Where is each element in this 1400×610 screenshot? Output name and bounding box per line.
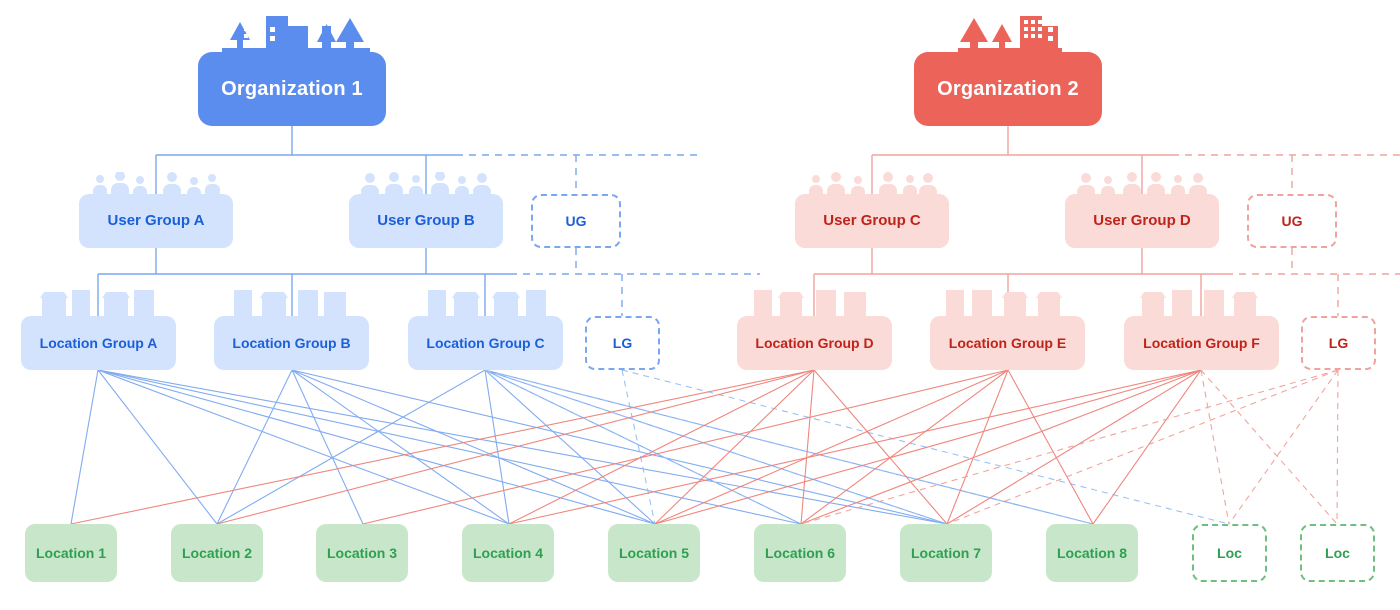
location-node-1[interactable]: Location 1	[25, 524, 117, 582]
location-placeholder-label: Loc	[1217, 544, 1242, 561]
location-label: Location 1	[35, 544, 106, 561]
location-label: Location 8	[1056, 544, 1127, 561]
location-label: Location 4	[472, 544, 543, 561]
location-node-5[interactable]: Location 5	[608, 524, 700, 582]
organization-label: Organization 2	[937, 77, 1079, 100]
location-node-4[interactable]: Location 4	[462, 524, 554, 582]
user-group-node-d[interactable]: User Group D	[1065, 194, 1219, 248]
user-group-node-b[interactable]: User Group B	[349, 194, 503, 248]
user-group-label: User Group C	[823, 212, 921, 230]
user-group-placeholder-label: UG	[1281, 212, 1303, 229]
building-windows-icon	[1022, 18, 1066, 47]
location-group-label: Location Group C	[426, 334, 545, 351]
location-group-label: Location Group F	[1143, 334, 1260, 351]
location-group-label: Location Group A	[39, 334, 158, 351]
location-group-node-f[interactable]: Location Group F	[1124, 316, 1279, 370]
organization-node-1[interactable]: Organization 1	[198, 52, 386, 126]
organization-node-2[interactable]: Organization 2	[914, 52, 1102, 126]
user-group-node-c[interactable]: User Group C	[795, 194, 949, 248]
user-group-placeholder-label: UG	[565, 212, 587, 229]
location-placeholder-1[interactable]: Loc	[1192, 524, 1267, 582]
location-group-node-b[interactable]: Location Group B	[214, 316, 369, 370]
blue-mesh-solid	[70, 369, 1094, 525]
user-group-placeholder-blue[interactable]: UG	[531, 194, 621, 248]
location-group-placeholder-blue[interactable]: LG	[585, 316, 660, 370]
location-label: Location 7	[910, 544, 981, 561]
user-group-label: User Group D	[1093, 212, 1191, 230]
location-group-node-c[interactable]: Location Group C	[408, 316, 563, 370]
location-group-node-d[interactable]: Location Group D	[737, 316, 892, 370]
location-node-8[interactable]: Location 8	[1046, 524, 1138, 582]
user-group-label: User Group A	[107, 212, 205, 230]
location-group-label: Location Group E	[948, 334, 1067, 351]
red-mesh-dashed	[800, 369, 1339, 525]
user-group-label: User Group B	[377, 212, 475, 230]
red-mesh-solid	[70, 369, 1202, 525]
location-label: Location 5	[618, 544, 689, 561]
location-group-placeholder-label: LG	[612, 334, 633, 351]
location-placeholder-2[interactable]: Loc	[1300, 524, 1375, 582]
blue-mesh-dashed	[484, 369, 1230, 525]
location-group-placeholder-label: LG	[1328, 334, 1349, 351]
user-group-node-a[interactable]: User Group A	[79, 194, 233, 248]
location-group-node-a[interactable]: Location Group A	[21, 316, 176, 370]
location-label: Location 6	[764, 544, 835, 561]
location-placeholder-label: Loc	[1325, 544, 1350, 561]
organization-label: Organization 1	[221, 77, 363, 100]
location-node-7[interactable]: Location 7	[900, 524, 992, 582]
location-node-6[interactable]: Location 6	[754, 524, 846, 582]
building-windows-icon	[240, 18, 294, 47]
user-group-placeholder-red[interactable]: UG	[1247, 194, 1337, 248]
location-node-2[interactable]: Location 2	[171, 524, 263, 582]
location-node-3[interactable]: Location 3	[316, 524, 408, 582]
location-group-label: Location Group B	[232, 334, 351, 351]
location-group-placeholder-red[interactable]: LG	[1301, 316, 1376, 370]
location-label: Location 2	[181, 544, 252, 561]
location-group-label: Location Group D	[755, 334, 874, 351]
location-group-node-e[interactable]: Location Group E	[930, 316, 1085, 370]
location-label: Location 3	[326, 544, 397, 561]
